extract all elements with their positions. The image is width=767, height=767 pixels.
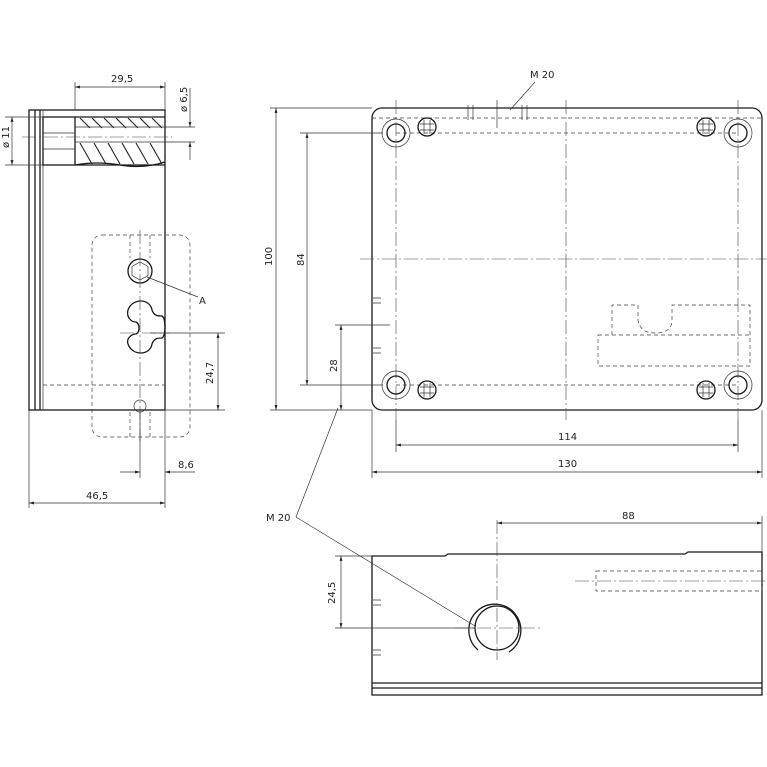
front-screw-tr — [696, 117, 716, 137]
side-mount-plate — [91, 230, 191, 445]
dim-side-height-right: 24,7 — [205, 362, 216, 384]
side-cable-clamp — [126, 300, 166, 354]
front-mount-hole-br — [723, 370, 753, 400]
side-body-outline — [28, 109, 166, 411]
side-screw-section — [42, 116, 166, 168]
dim-front-height-small: 28 — [329, 359, 340, 372]
dim-front-width-inner: 114 — [558, 432, 577, 443]
dim-side-total-width: 46,5 — [86, 491, 108, 502]
front-hidden-bracket — [597, 304, 751, 367]
dim-side-offset-bottom: 8,6 — [178, 460, 194, 471]
detail-label: A — [199, 296, 206, 307]
detail-leader — [146, 276, 199, 298]
top-m20-leader — [509, 81, 536, 111]
dim-front-width-outer: 130 — [558, 459, 577, 470]
dim-front-height-outer: 100 — [264, 247, 275, 266]
bottom-view: M 20 88 24,5 — [266, 407, 766, 696]
front-screw-br — [696, 380, 716, 400]
dim-side-dia-large: ø 11 — [1, 126, 12, 148]
dim-side-width-top: 29,5 — [111, 74, 133, 85]
bottom-body-outline — [371, 551, 763, 696]
left-m20-leader — [295, 516, 476, 627]
left-m20-label: M 20 — [266, 513, 291, 524]
dim-front-height-inner: 84 — [296, 253, 307, 266]
front-mount-hole-tr — [723, 118, 753, 148]
front-screw-tl — [417, 117, 437, 137]
dim-bottom-width-right: 88 — [622, 511, 635, 522]
dim-bottom-height: 24,5 — [327, 582, 338, 604]
dim-side-dia-small: ø 6,5 — [179, 87, 190, 112]
front-view: M 20 — [264, 70, 767, 478]
side-view: A 29,5 ø 6,5 ø 11 24,7 8,6 46,5 — [1, 74, 225, 508]
front-screw-bl — [417, 380, 437, 400]
top-m20-label: M 20 — [530, 70, 555, 81]
bottom-cable-entry — [455, 520, 540, 660]
